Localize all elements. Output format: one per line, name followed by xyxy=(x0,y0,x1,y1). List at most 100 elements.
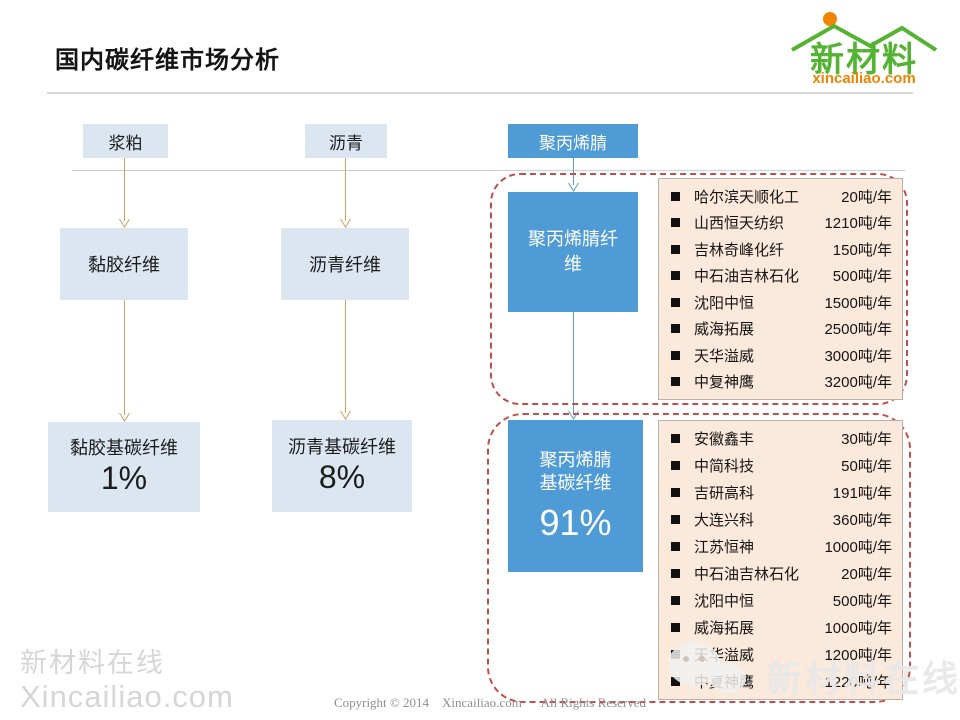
fiber-box-viscose: 黏胶纤维 xyxy=(60,228,188,300)
producer-name: 天华溢威 xyxy=(694,347,755,365)
list-item: 天华溢威 1200吨/年 xyxy=(671,644,892,665)
list-item: 天华溢威 3000吨/年 xyxy=(671,345,892,366)
list-item: 山西恒天纺织 1210吨/年 xyxy=(671,212,892,233)
producer-capacity: 2500吨/年 xyxy=(824,321,892,339)
pan-carbon-group-outline xyxy=(487,413,911,703)
list-item: 江苏恒神 1000吨/年 xyxy=(671,536,892,557)
bullet-square-icon xyxy=(671,677,680,686)
bullet-square-icon xyxy=(671,542,680,551)
bullet-square-icon xyxy=(671,218,680,228)
bullet-square-icon xyxy=(671,434,680,443)
logo-brand-text: 新材料 xyxy=(810,41,918,79)
result-box-viscose: 黏胶基碳纤维 1% xyxy=(48,422,200,512)
list-item: 中简科技 50吨/年 xyxy=(671,455,892,476)
producer-name: 江苏恒神 xyxy=(694,539,755,556)
producer-capacity: 30吨/年 xyxy=(841,431,892,448)
producer-name: 威海拓展 xyxy=(694,620,755,637)
arrow-down-pulp-icon xyxy=(119,158,130,228)
producer-name: 吉林奇峰化纤 xyxy=(694,241,785,259)
list-item: 沈阳中恒 500吨/年 xyxy=(671,590,892,611)
source-box-pan: 聚丙烯腈 xyxy=(508,124,638,158)
arrow-down-pitch-result-icon xyxy=(340,300,351,420)
producer-capacity: 150吨/年 xyxy=(832,241,892,259)
list-item: 中复神鹰 3200吨/年 xyxy=(671,371,892,392)
bullet-square-icon xyxy=(671,461,680,470)
producer-capacity: 3200吨/年 xyxy=(824,374,892,392)
producer-name: 沈阳中恒 xyxy=(694,294,755,312)
bullet-square-icon xyxy=(671,191,680,201)
logo-roof-icon xyxy=(791,12,938,52)
producer-name: 沈阳中恒 xyxy=(694,593,755,610)
producer-capacity: 1000吨/年 xyxy=(824,539,892,556)
list-item: 大连兴科 360吨/年 xyxy=(671,509,892,530)
copyright-text: Copyright © 2014 Xincailiao.com All Righ… xyxy=(333,695,647,710)
producer-capacity: 1000吨/年 xyxy=(824,620,892,637)
xincailiao-logo: 新材料 xincailiao.com xyxy=(788,6,940,94)
bullet-square-icon xyxy=(671,488,680,497)
page-title: 国内碳纤维市场分析 xyxy=(55,47,280,74)
producer-capacity: 360吨/年 xyxy=(832,512,892,529)
watermark-cn-text: 新材料在线 xyxy=(20,648,165,678)
logo-domain-text: xincailiao.com xyxy=(812,70,916,87)
list-item: 哈尔滨天顺化工 20吨/年 xyxy=(671,186,892,207)
producer-capacity: 500吨/年 xyxy=(832,593,892,610)
producer-name: 哈尔滨天顺化工 xyxy=(694,188,800,206)
producer-capacity: 20吨/年 xyxy=(841,566,892,583)
list-item: 沈阳中恒 1500吨/年 xyxy=(671,292,892,313)
list-item: 威海拓展 1000吨/年 xyxy=(671,617,892,638)
producer-name: 吉研高科 xyxy=(694,485,755,502)
result-label-pan-line1: 聚丙烯腈 xyxy=(539,449,612,470)
result-label-pitch: 沥青基碳纤维 xyxy=(288,436,396,457)
list-item: 吉林奇峰化纤 150吨/年 xyxy=(671,239,892,260)
arrow-down-pan-icon xyxy=(568,158,579,192)
producer-name: 中复神鹰 xyxy=(694,374,755,392)
producer-name: 大连兴科 xyxy=(694,512,755,529)
producer-capacity: 1210吨/年 xyxy=(824,215,892,233)
bullet-square-icon xyxy=(671,650,680,659)
list-item: 威海拓展 2500吨/年 xyxy=(671,318,892,339)
producer-capacity: 1500吨/年 xyxy=(824,294,892,312)
bullet-square-icon xyxy=(671,623,680,632)
fiber-box-pan: 聚丙烯腈纤维 xyxy=(508,192,638,312)
bullet-square-icon xyxy=(671,271,680,281)
list-item: 吉研高科 191吨/年 xyxy=(671,482,892,503)
producer-capacity: 191吨/年 xyxy=(832,485,892,502)
producer-name: 中复神鹰 xyxy=(694,674,755,691)
fiber-box-pitch: 沥青纤维 xyxy=(281,228,409,300)
result-label-pan-line2: 基碳纤维 xyxy=(539,473,612,494)
title-divider xyxy=(47,92,913,94)
producer-capacity: 20吨/年 xyxy=(841,188,892,206)
result-pct-pan: 91% xyxy=(539,501,612,543)
producer-name: 中石油吉林石化 xyxy=(694,268,800,286)
bullet-square-icon xyxy=(671,515,680,524)
result-box-pitch: 沥青基碳纤维 8% xyxy=(272,420,412,512)
result-label-viscose: 黏胶基碳纤维 xyxy=(70,437,178,458)
source-box-pulp: 浆粕 xyxy=(83,124,168,158)
producer-capacity: 3000吨/年 xyxy=(824,347,892,365)
bullet-square-icon xyxy=(671,244,680,254)
separator-line xyxy=(72,170,905,171)
result-pct-pitch: 8% xyxy=(318,459,366,496)
producer-name: 山西恒天纺织 xyxy=(694,215,785,233)
source-box-pitch: 沥青 xyxy=(305,124,387,158)
producer-capacity: 1200吨/年 xyxy=(824,647,892,664)
arrow-down-viscose-result-icon xyxy=(119,300,130,422)
bullet-square-icon xyxy=(671,377,680,387)
producer-name: 威海拓展 xyxy=(694,321,755,339)
producer-name: 天华溢威 xyxy=(694,647,755,664)
producer-capacity: 50吨/年 xyxy=(841,458,892,475)
bullet-square-icon xyxy=(671,596,680,605)
producer-name: 中简科技 xyxy=(694,458,755,475)
bullet-square-icon xyxy=(671,324,680,334)
pan-fiber-group-outline xyxy=(490,173,908,405)
watermark-en-text: Xincailiao.com xyxy=(20,679,234,715)
arrow-down-pitch-icon xyxy=(340,158,351,228)
bullet-square-icon xyxy=(671,569,680,578)
